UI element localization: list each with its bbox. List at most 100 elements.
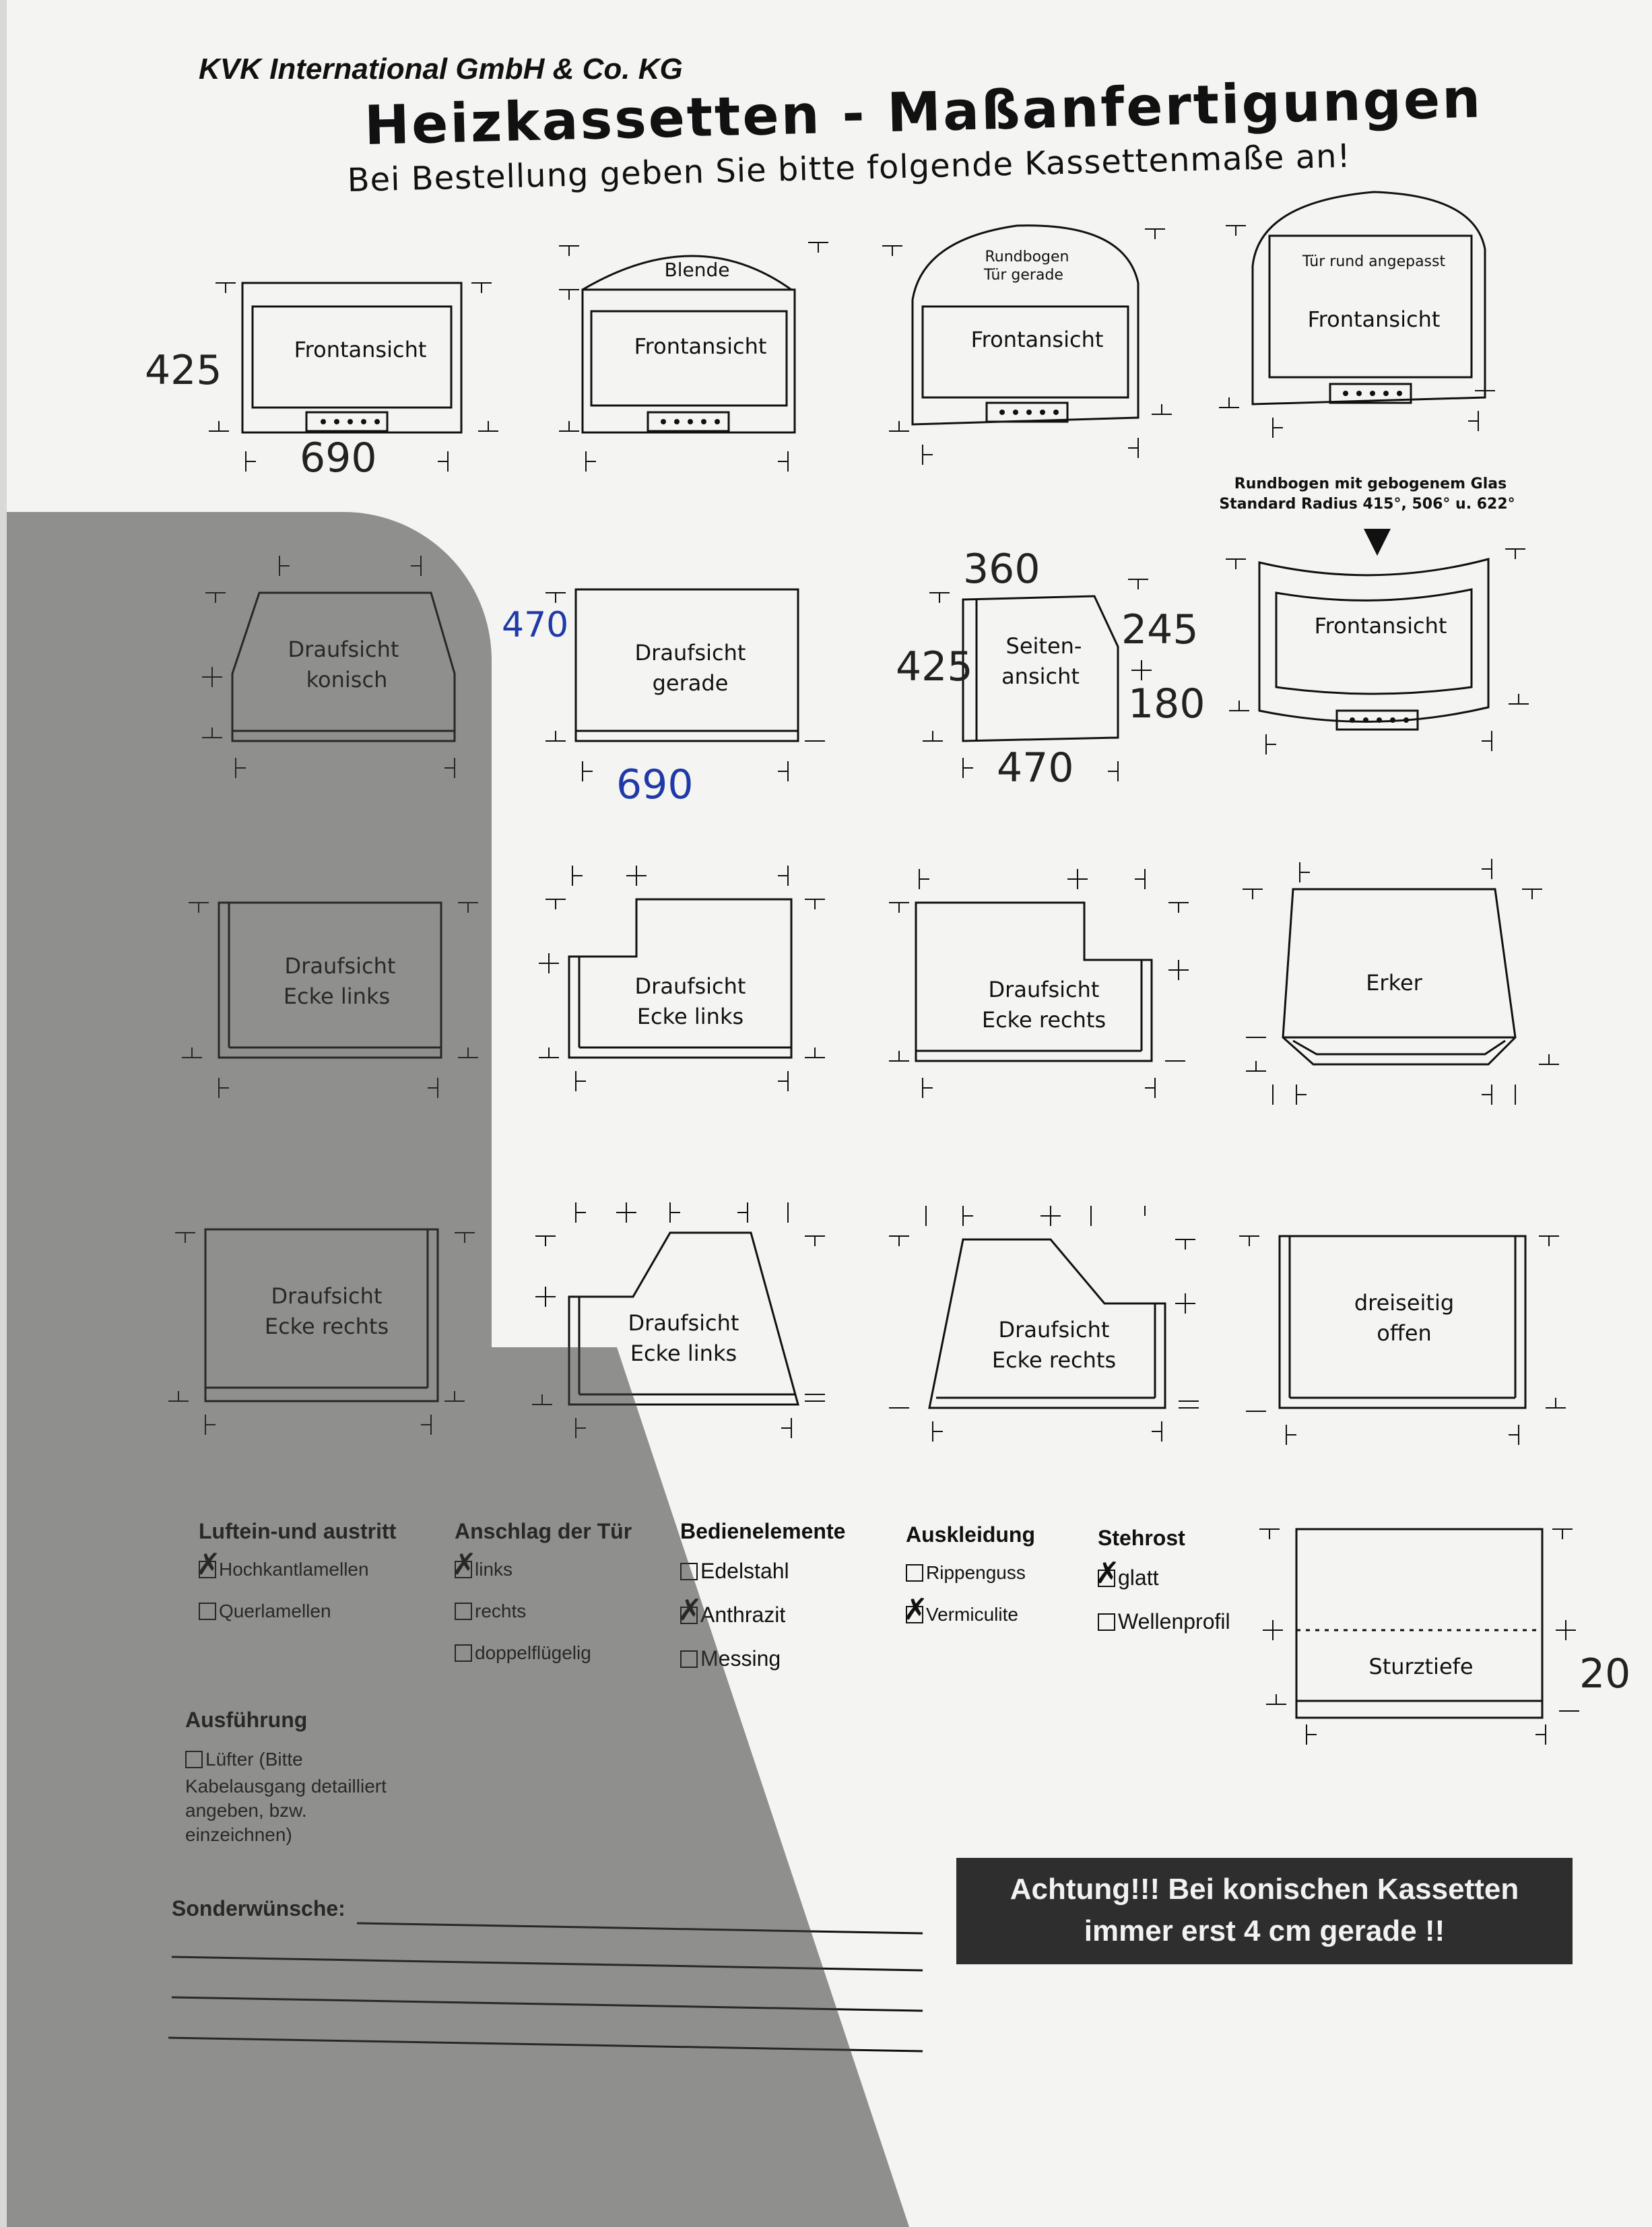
option-links[interactable]: links <box>452 1547 632 1582</box>
hw-d7-right-top: 245 <box>1121 606 1199 653</box>
diagram-sturztiefe <box>1295 1528 1544 1719</box>
checkbox-vermiculite[interactable] <box>903 1592 928 1627</box>
label-r4-8: offen <box>1377 1320 1432 1346</box>
diagram-draufsicht-ecke-rechts-trapez <box>928 1238 1166 1409</box>
option-title-ausklei: Auskleidung <box>906 1522 1036 1547</box>
checkbox-luefter[interactable] <box>185 1751 203 1768</box>
label-r3-6: Ecke rechts <box>982 1007 1106 1033</box>
option-group-stehrost: Stehrost glatt Wellenprofil <box>1095 1526 1230 1634</box>
warning-box: Achtung!!! Bei konischen Kassetten immer… <box>956 1858 1573 1964</box>
checkbox-edelstahl[interactable] <box>680 1562 698 1580</box>
option-vermiculite[interactable]: Vermiculite <box>903 1592 1035 1627</box>
label-r1-2: Blende <box>665 259 730 281</box>
hw-d7-height: 425 <box>896 643 973 690</box>
label-r4-2: Ecke rechts <box>265 1314 389 1339</box>
label-r1-6: Frontansicht <box>971 327 1104 352</box>
label-r4-6: Ecke rechts <box>992 1347 1116 1373</box>
label-r4-7: dreiseitig <box>1354 1290 1454 1316</box>
checkbox-anthrazit[interactable] <box>678 1593 702 1627</box>
checkbox-messing[interactable] <box>680 1650 698 1668</box>
label-r3-7: Erker <box>1366 970 1422 996</box>
checkbox-quer[interactable] <box>199 1603 216 1620</box>
hw-sturz: 20 <box>1579 1650 1630 1698</box>
warning-line-1: Achtung!!! Bei konischen Kassetten <box>1010 1873 1519 1906</box>
hw-d1-width: 690 <box>300 434 377 482</box>
option-title-stehrost: Stehrost <box>1098 1526 1185 1550</box>
arrow-down-icon <box>1364 529 1391 556</box>
label-r1-1: Frontansicht <box>294 337 427 362</box>
diagram-frontansicht-rect <box>241 282 463 434</box>
hw-d6-depth: 470 <box>502 605 568 645</box>
label-r1-3: Frontansicht <box>634 333 767 359</box>
option-edelstahl[interactable]: Edelstahl <box>680 1559 845 1584</box>
ausfuehrung-note-1: Kabelausgang detailliert <box>185 1776 387 1797</box>
label-r1-5: Tür gerade <box>983 267 1063 284</box>
option-group-luft: Luftein-und austritt Hochkantlamellen Qu… <box>196 1519 396 1622</box>
option-luefter[interactable]: Lüfter (Bitte <box>185 1749 407 1770</box>
label-r1-7: Tür rund angepasst <box>1302 253 1446 270</box>
hw-d7-right-bottom: 180 <box>1128 680 1205 728</box>
vent-dots <box>321 391 1409 723</box>
checkbox-doppel[interactable] <box>455 1644 472 1662</box>
ausfuehrung-title: Ausführung <box>185 1708 308 1732</box>
option-quer[interactable]: Querlamellen <box>199 1601 396 1622</box>
checkbox-rechts[interactable] <box>455 1603 472 1620</box>
checkbox-hochkant[interactable] <box>196 1547 221 1582</box>
option-hochkant[interactable]: Hochkantlamellen <box>196 1547 396 1582</box>
option-doppel[interactable]: doppelflügelig <box>455 1642 632 1664</box>
label-r4-1: Draufsicht <box>271 1283 383 1309</box>
diagram-draufsicht-ecke-links-2 <box>568 898 793 1059</box>
diagram-erker <box>1282 888 1517 1066</box>
diagram-frontansicht-rundbogen <box>911 224 1139 426</box>
checkbox-glatt[interactable] <box>1095 1556 1120 1590</box>
checkbox-rippenguss[interactable] <box>906 1564 923 1582</box>
label-r1-4: Rundbogen <box>985 249 1069 265</box>
diagram-rundbogen-glas <box>1258 558 1490 731</box>
warning-line-2: immer erst 4 cm gerade !! <box>1084 1914 1445 1947</box>
option-messing[interactable]: Messing <box>680 1646 845 1671</box>
diagram-draufsicht-ecke-links-1 <box>218 901 442 1059</box>
option-title-anschlag: Anschlag der Tür <box>455 1519 632 1543</box>
label-r4-3: Draufsicht <box>628 1310 739 1336</box>
option-group-bedien: Bedienelemente Edelstahl Anthrazit Messi… <box>678 1519 846 1671</box>
label-r1-8: Frontansicht <box>1308 306 1441 332</box>
label-r3-1: Draufsicht <box>285 953 396 979</box>
option-title-bedien: Bedienelemente <box>680 1519 846 1543</box>
hw-d1-height: 425 <box>145 347 222 394</box>
label-r3-4: Ecke links <box>637 1004 744 1029</box>
diagram-draufsicht-gerade <box>574 588 799 742</box>
hw-d7-bottom: 470 <box>997 744 1074 792</box>
option-rechts[interactable]: rechts <box>455 1601 632 1622</box>
option-wellenprofil[interactable]: Wellenprofil <box>1098 1609 1230 1634</box>
label-r4-5: Draufsicht <box>999 1317 1110 1343</box>
hw-d6-width: 690 <box>616 761 694 808</box>
option-glatt[interactable]: glatt <box>1095 1556 1230 1590</box>
company-name: KVK International GmbH & Co. KG <box>199 53 683 86</box>
sonder-lines <box>168 1922 923 2053</box>
label-r2-7: Rundbogen mit gebogenem Glas <box>1234 476 1507 492</box>
label-r3-2: Ecke links <box>284 983 390 1009</box>
ausfuehrung-note-2: angeben, bzw. <box>185 1800 307 1821</box>
label-r2-1: Draufsicht <box>288 637 399 662</box>
checkbox-links[interactable] <box>452 1547 477 1582</box>
label-r2-6: ansicht <box>1001 664 1080 689</box>
form-page: KVK International GmbH & Co. KG Heizkass… <box>7 0 1652 2227</box>
sonderwuensche-label: Sonderwünsche: <box>172 1896 345 1921</box>
label-r2-8: Standard Radius 415°, 506° u. 622° <box>1219 496 1515 513</box>
label-r3-3: Draufsicht <box>635 973 746 999</box>
option-rippenguss[interactable]: Rippenguss <box>906 1562 1035 1584</box>
label-r2-5: Seiten- <box>1006 633 1082 659</box>
label-r4-4: Ecke links <box>630 1341 737 1366</box>
label-r3-5: Draufsicht <box>989 977 1100 1002</box>
ausfuehrung-section: Ausführung Lüfter (Bitte Kabelausgang de… <box>185 1708 407 1847</box>
label-r2-3: Draufsicht <box>635 640 746 666</box>
hw-d7-top: 360 <box>963 546 1040 593</box>
ausfuehrung-note-3: einzeichnen) <box>185 1824 292 1845</box>
label-sturztiefe: Sturztiefe <box>1368 1654 1473 1679</box>
checkbox-wellenprofil[interactable] <box>1098 1613 1115 1631</box>
option-group-anschlag: Anschlag der Tür links rechts doppelflüg… <box>452 1519 632 1664</box>
diagram-frontansicht-blende <box>581 255 796 434</box>
diagram-seitenansicht <box>962 595 1119 742</box>
label-r2-9: Frontansicht <box>1315 613 1447 639</box>
option-anthrazit[interactable]: Anthrazit <box>678 1593 845 1627</box>
